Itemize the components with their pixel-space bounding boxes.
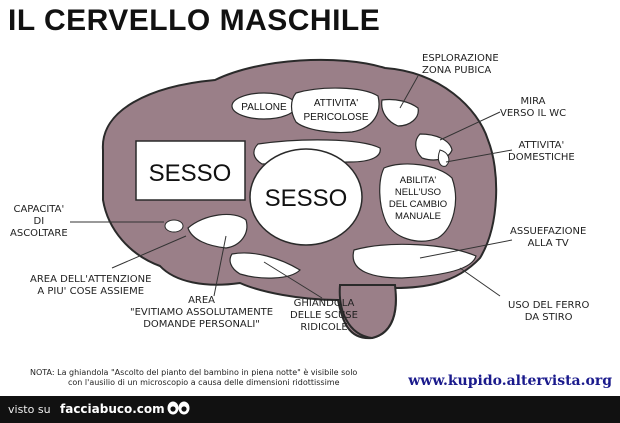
- region-sesso-box: [135, 140, 246, 201]
- callout-assuefazione: ASSUEFAZIONE ALLA TV: [510, 226, 587, 249]
- page-title: IL CERVELLO MASCHILE: [8, 4, 381, 37]
- note-text: NOTA: La ghiandola "Ascolto del pianto d…: [30, 368, 358, 387]
- attivita-pericolose-label-1: ATTIVITA': [314, 98, 358, 109]
- callout-area-evitiamo: AREA "EVITIAMO ASSOLUTAMENTE DOMANDE PER…: [130, 295, 274, 330]
- region-attivita-pericolose: [290, 87, 380, 134]
- footer-visto-label: visto su: [8, 403, 51, 416]
- callout-ferro: USO DEL FERRO DA STIRO: [508, 300, 590, 323]
- brain-diagram: SESSO SESSO PALLONE ATTIVITA' PERICOLOSE…: [70, 58, 513, 340]
- footer-brand-link[interactable]: facciabuco.com: [60, 402, 165, 416]
- abilita-label-1: ABILITA': [400, 175, 437, 186]
- brain-stem: [338, 284, 397, 340]
- sesso-big-label: SESSO: [265, 185, 348, 212]
- callout-esplorazione: ESPLORAZIONE ZONA PUBICA: [422, 53, 499, 76]
- website-link[interactable]: www.kupido.altervista.org: [408, 373, 612, 389]
- region-area-evitiamo: [187, 213, 248, 249]
- attivita-pericolose-label-2: PERICOLOSE: [303, 112, 368, 123]
- region-abilita: [379, 163, 457, 242]
- leader-lines: [70, 75, 513, 299]
- callout-attivita-domestiche: ATTIVITA' DOMESTICHE: [508, 140, 575, 163]
- callout-ghiandola: GHIANDOLA DELLE SCUSE RIDICOLE: [290, 298, 358, 333]
- region-sesso-big: [249, 148, 363, 246]
- callout-mira: MIRA VERSO IL WC: [500, 96, 567, 119]
- region-ascoltare: [164, 219, 184, 233]
- sesso-box-label: SESSO: [149, 160, 232, 187]
- abilita-label-4: MANUALE: [395, 211, 441, 222]
- abilita-label-2: NELL'USO: [395, 187, 441, 198]
- abilita-label-3: DEL CAMBIO: [389, 199, 447, 210]
- footer-bar: visto su facciabuco.com: [0, 396, 620, 423]
- callout-attenzione: AREA DELL'ATTENZIONE A PIU' COSE ASSIEME: [30, 274, 152, 297]
- region-ghiandola: [229, 252, 301, 279]
- pallone-label: PALLONE: [241, 102, 287, 113]
- region-esplorazione: [381, 98, 419, 127]
- eyes-logo-icon: [167, 401, 190, 415]
- callout-ascoltare: CAPACITA' DI ASCOLTARE: [10, 204, 68, 239]
